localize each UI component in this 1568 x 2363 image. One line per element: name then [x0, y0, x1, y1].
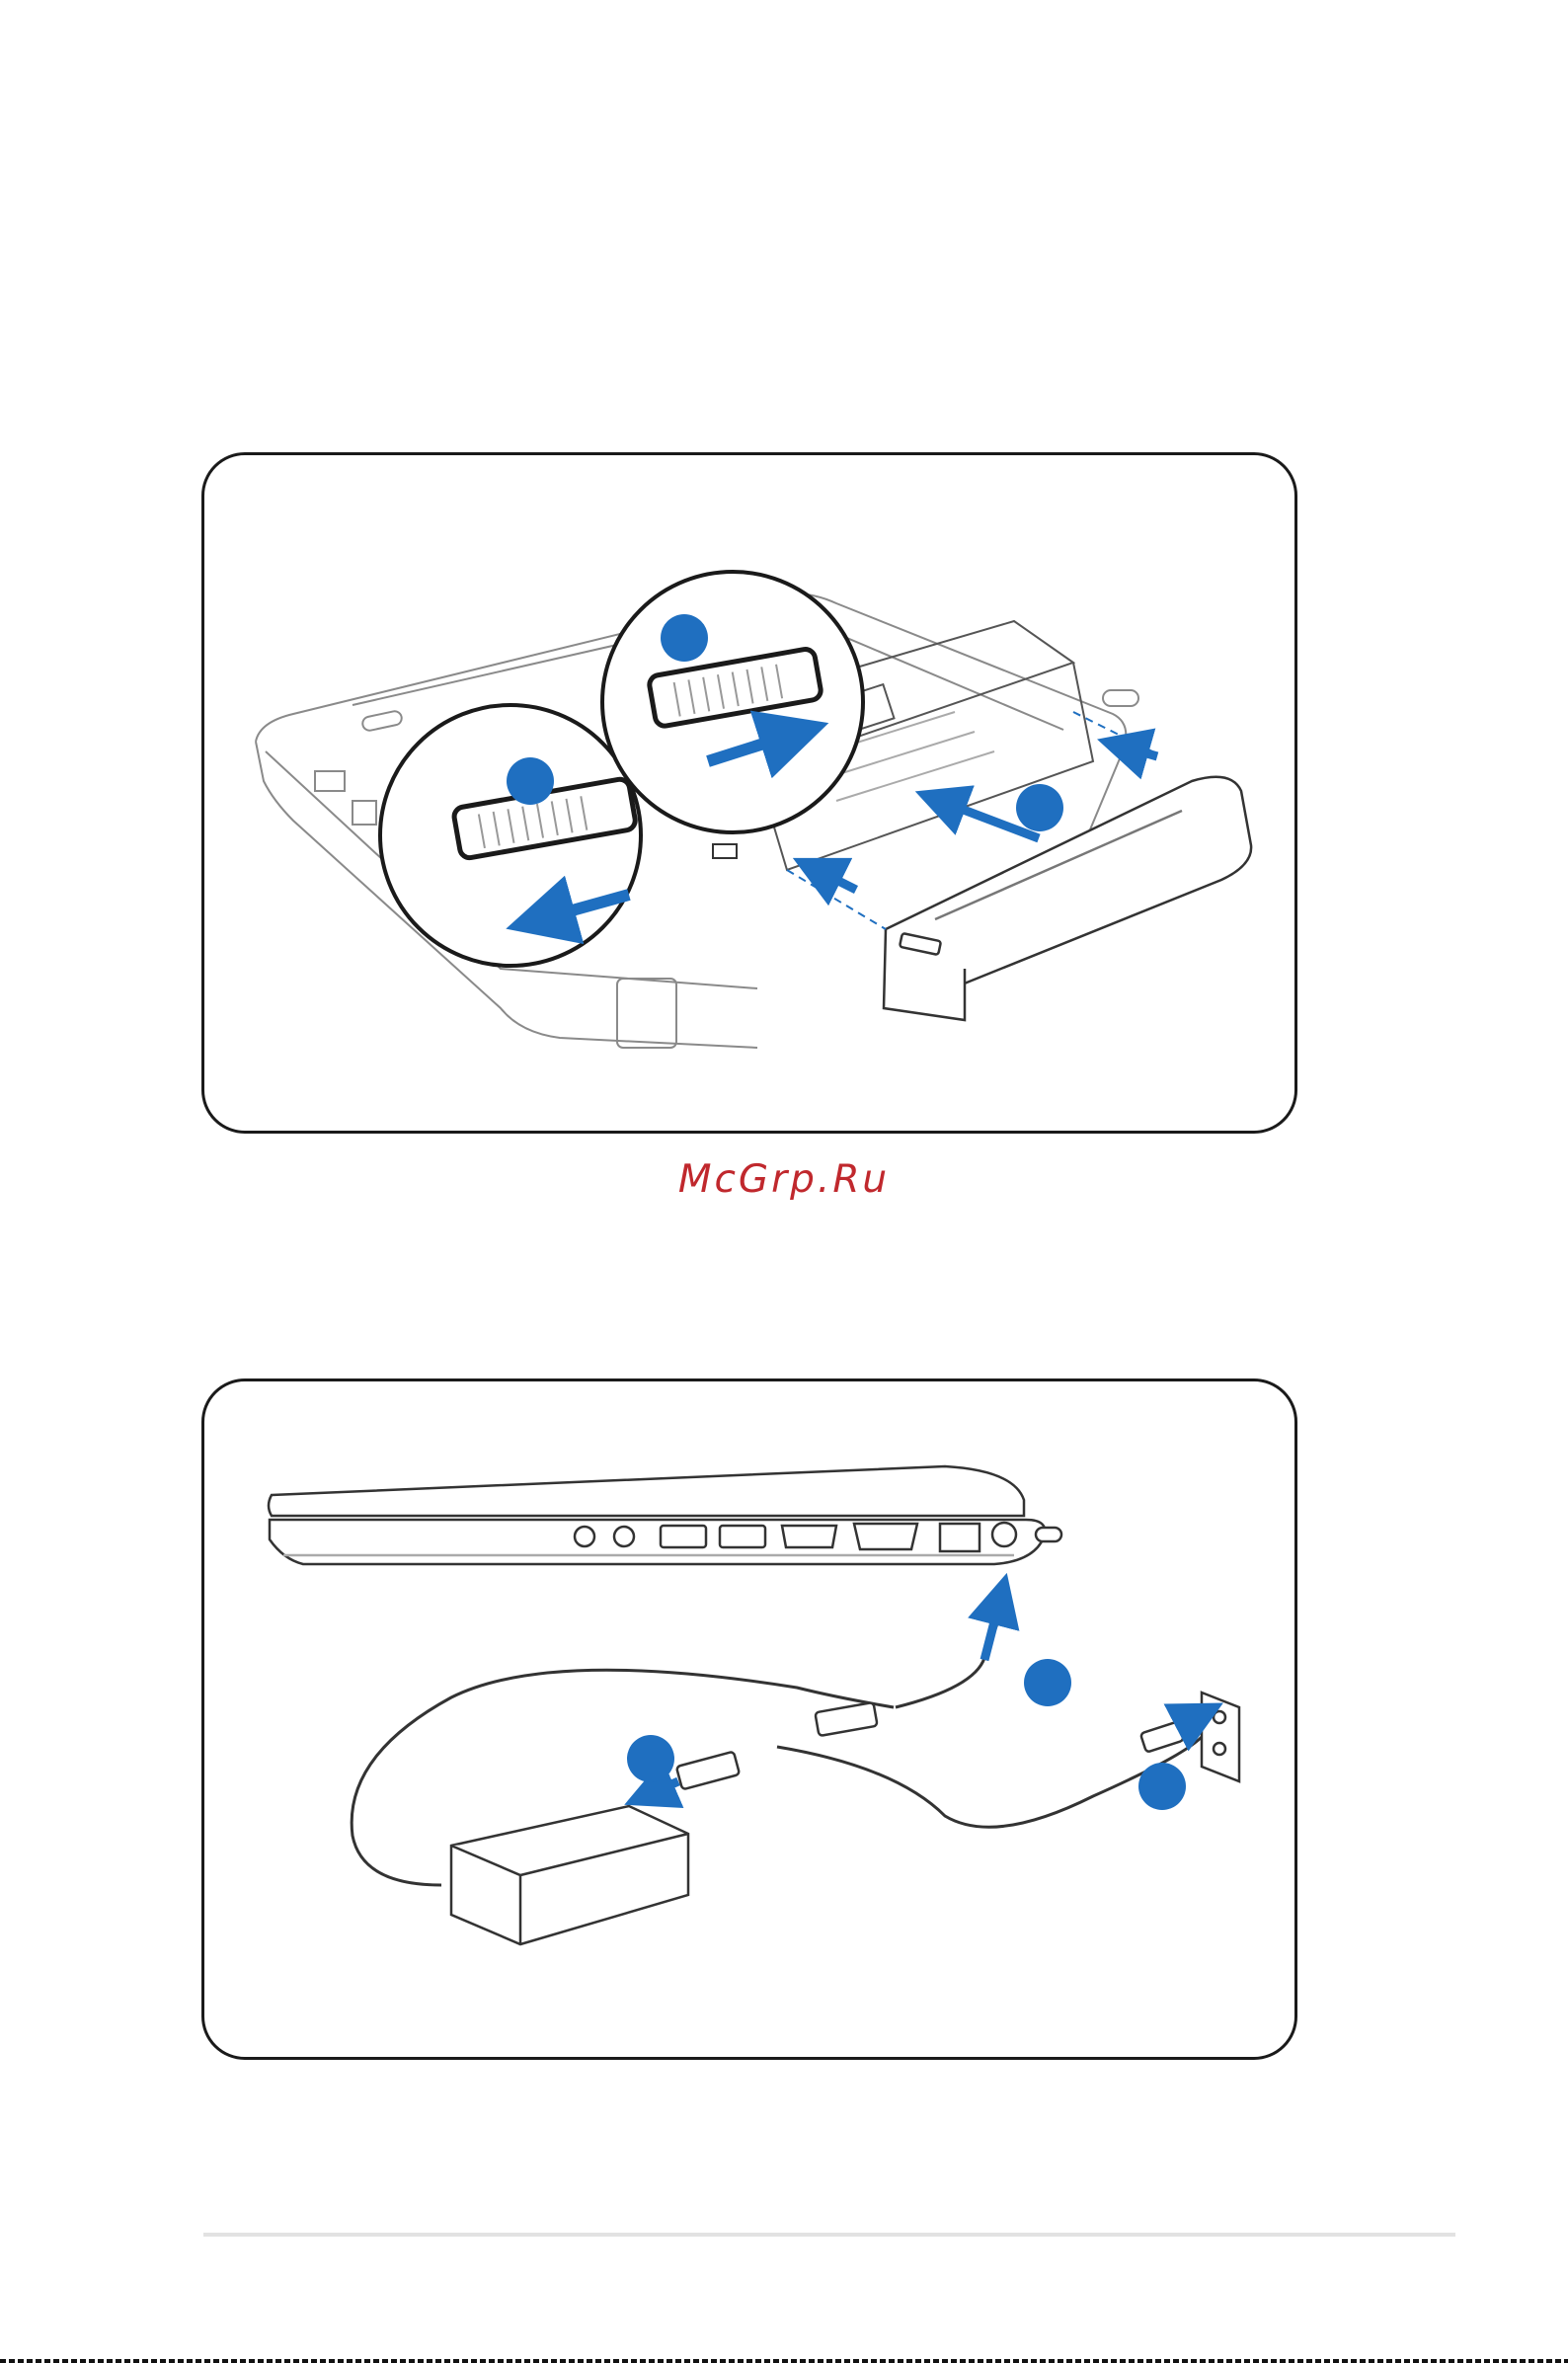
- page-bottom-edge: [0, 2359, 1568, 2363]
- battery-pack: [884, 777, 1251, 1020]
- plugs: [676, 1702, 1184, 1789]
- vga-port-icon: [854, 1524, 917, 1549]
- hdmi-port-icon: [782, 1526, 836, 1547]
- step-marker-3: [1138, 1763, 1186, 1810]
- battery-lock-switch: [713, 844, 737, 858]
- kensington-lock-icon: [1036, 1528, 1061, 1541]
- power-connection-figure: [201, 1378, 1297, 2060]
- battery-illustration: [204, 455, 1294, 1131]
- headphone-port-icon: [575, 1527, 594, 1546]
- power-illustration: [204, 1381, 1294, 2057]
- usb-port-icon: [720, 1526, 765, 1547]
- ac-adapter: [451, 1806, 688, 1944]
- watermark-text: McGrp.Ru: [0, 1157, 1568, 1202]
- wall-outlet: [1202, 1693, 1239, 1781]
- microphone-port-icon: [614, 1527, 634, 1546]
- lan-port-icon: [940, 1524, 980, 1551]
- step-marker-2: [627, 1735, 674, 1782]
- lock-callout-lower: [380, 705, 641, 966]
- battery-installation-figure: [201, 452, 1297, 1134]
- step-marker-1: [1024, 1659, 1071, 1706]
- step-marker-1: [507, 757, 554, 805]
- dc-in-port-icon: [992, 1523, 1016, 1546]
- usb-port-icon: [661, 1526, 706, 1547]
- footer-rule: [203, 2233, 1455, 2237]
- laptop-side-view: [269, 1466, 1045, 1564]
- step-marker-3: [1016, 784, 1063, 831]
- lock-callout-upper: [602, 572, 863, 832]
- step-marker-2: [661, 614, 708, 662]
